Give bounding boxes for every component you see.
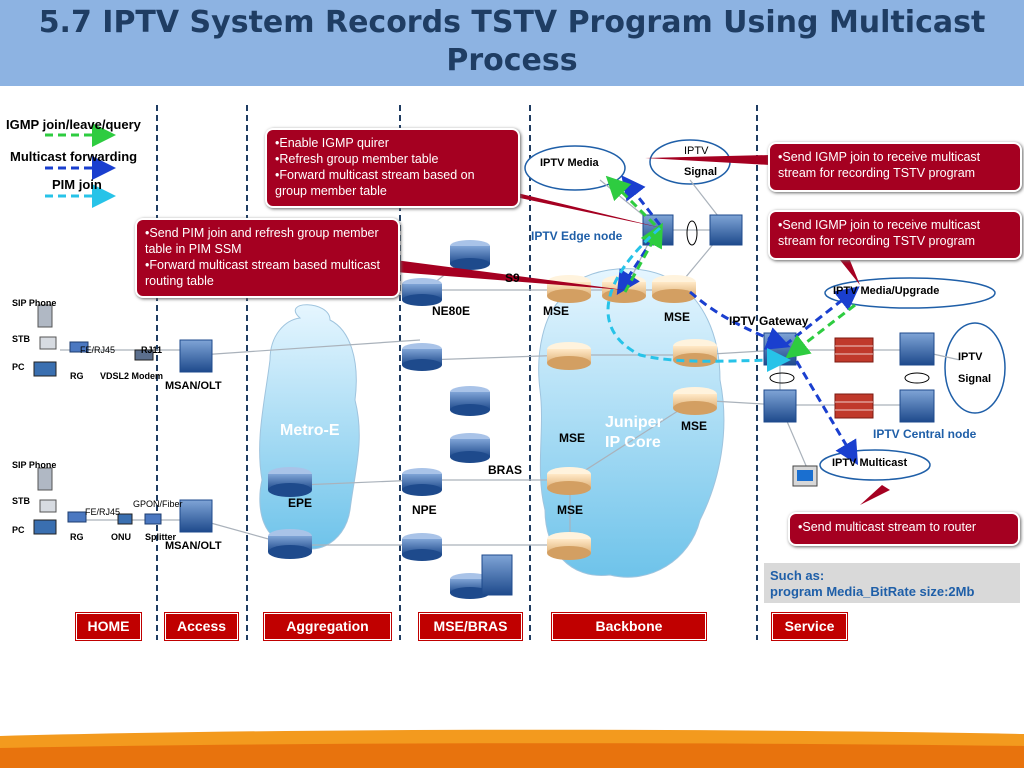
juniper-line-2: IP Core xyxy=(605,434,661,451)
iptv-signal-right-label-2: Signal xyxy=(958,373,992,385)
bras-label: BRAS xyxy=(488,463,523,477)
callout-aggregation: •Enable IGMP quirer •Refresh group membe… xyxy=(265,128,520,208)
callout-access: •Send PIM join and refresh group member … xyxy=(135,218,400,298)
callout-line: •Send IGMP join to receive multicast str… xyxy=(778,150,981,180)
mse-label-b: MSE xyxy=(664,310,691,324)
callout-line: •Send multicast stream to router xyxy=(798,520,977,534)
page-title: 5.7 IPTV System Records TSTV Program Usi… xyxy=(38,5,986,78)
stb-label-2: STB xyxy=(12,496,30,506)
msan-label-2: MSAN/OLT xyxy=(165,540,222,552)
category-backbone: Backbone xyxy=(552,613,706,640)
callout-service-top: •Send IGMP join to receive multicast str… xyxy=(768,142,1022,192)
rj11-label: RJ11 xyxy=(141,345,163,355)
onu-label: ONU xyxy=(111,532,131,542)
iptv-signal-cloud-right xyxy=(944,322,1006,414)
iptv-gateway-label: IPTV Gateway xyxy=(729,314,809,328)
splitter-label: Splitter xyxy=(145,532,177,542)
juniper-line-1: Juniper xyxy=(605,414,663,431)
iptv-media-cloud xyxy=(524,145,626,191)
fe-rj45-label-2: FE/RJ45 xyxy=(85,507,121,517)
iptv-media-upgrade-label: IPTV Media/Upgrade xyxy=(833,285,940,297)
epe-label: EPE xyxy=(288,496,313,510)
pc-label-2: PC xyxy=(12,525,25,535)
rg-label-2: RG xyxy=(70,532,84,542)
title-band xyxy=(0,0,1024,86)
callout-line: •Send IGMP join to receive multicast str… xyxy=(778,218,981,248)
pc-label-1: PC xyxy=(12,362,25,372)
callout-line: •Forward multicast stream based multicas… xyxy=(145,258,381,288)
mse-label-e: MSE xyxy=(557,503,584,517)
iptv-signal-label-2: Signal xyxy=(684,166,718,178)
mse-label-c: MSE xyxy=(559,431,586,445)
legend-pim-label: PIM join xyxy=(52,177,102,192)
sip-phone-label-1: SIP Phone xyxy=(12,298,57,308)
iptv-media-label: IPTV Media xyxy=(540,157,599,169)
ne80e-label: NE80E xyxy=(432,304,471,318)
iptv-signal-label-1: IPTV xyxy=(684,145,709,157)
category-access: Access xyxy=(165,613,238,640)
mse-label-d: MSE xyxy=(681,419,708,433)
core-routers xyxy=(268,240,513,599)
flow-lines xyxy=(605,175,860,466)
rg-label-1: RG xyxy=(70,371,84,381)
iptv-signal-right-label-1: IPTV xyxy=(958,351,983,363)
sip-phone-label-2: SIP Phone xyxy=(12,460,57,470)
iptv-central-node-label: IPTV Central node xyxy=(873,427,977,441)
npe-label: NPE xyxy=(412,503,437,517)
gpon-label: GPON/Fiber xyxy=(133,499,183,509)
s9-partial-label: S9 xyxy=(505,271,520,285)
callout-service-mid: •Send IGMP join to receive multicast str… xyxy=(768,210,1022,260)
info-line-2: program Media_BitRate size:2Mb xyxy=(770,584,975,599)
juniper-cloud-label: Juniper IP Core xyxy=(605,413,663,453)
iptv-multicast-label: IPTV Multicast xyxy=(832,457,908,469)
callout-service-bottom: •Send multicast stream to router xyxy=(788,512,1020,546)
callout-line: •Enable IGMP quirer xyxy=(275,136,389,150)
category-home: HOME xyxy=(76,613,141,640)
category-service: Service xyxy=(772,613,847,640)
legend-igmp-label: IGMP join/leave/query xyxy=(6,117,141,132)
category-mse-bras: MSE/BRAS xyxy=(419,613,522,640)
metro-e-label: Metro-E xyxy=(280,422,340,439)
mse-label-a: MSE xyxy=(543,304,570,318)
category-aggregation: Aggregation xyxy=(264,613,391,640)
callout-line: •Refresh group member table xyxy=(275,152,439,166)
fe-rj45-label-1: FE/RJ45 xyxy=(80,345,116,355)
info-line-1: Such as: xyxy=(770,568,825,583)
zone-separators xyxy=(156,105,758,640)
stb-label-1: STB xyxy=(12,334,30,344)
legend-multicast-label: Multicast forwarding xyxy=(10,149,138,164)
msan-label-1: MSAN/OLT xyxy=(165,380,222,392)
iptv-media-upgrade-cloud xyxy=(824,277,996,309)
callout-line: •Forward multicast stream based on group… xyxy=(275,168,475,198)
iptv-edge-node-label: IPTV Edge node xyxy=(531,229,623,243)
home-devices xyxy=(33,304,162,535)
bitrate-info-box: Such as: program Media_BitRate size:2Mb xyxy=(764,563,1020,603)
firewalls xyxy=(834,337,874,419)
vdsl2-label: VDSL2 Modem xyxy=(100,371,164,381)
callout-line: •Send PIM join and refresh group member … xyxy=(145,226,379,256)
